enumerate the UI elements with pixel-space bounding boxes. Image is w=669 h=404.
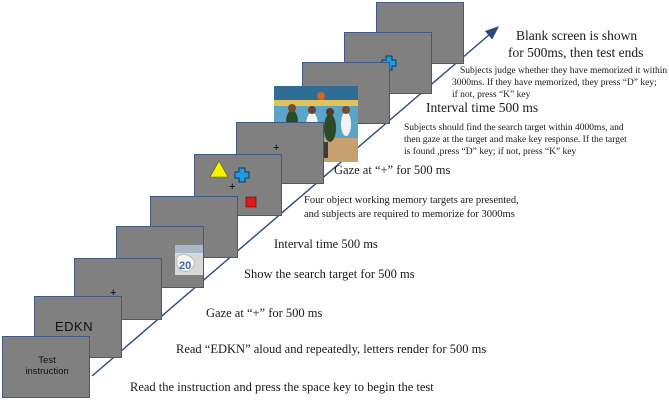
label-instruction: Read the instruction and press the space…: [130, 380, 434, 394]
screen-instruction: Test instruction: [2, 336, 90, 398]
label-judge-line3: if not, press “K” key: [452, 90, 531, 100]
label-memory-line1: Four object working memory targets are p…: [304, 195, 519, 206]
label-judge-line1: Subjects judge whether they have memoriz…: [460, 66, 668, 76]
label-search-line2: then gaze at the target and make key res…: [404, 135, 627, 145]
blue-cross-icon: [234, 167, 250, 183]
label-search-line1: Subjects should find the search target w…: [404, 123, 624, 133]
label-gaze-1: Gaze at “+” for 500 ms: [206, 306, 323, 320]
label-gaze-2: Gaze at “+” for 500 ms: [334, 163, 451, 177]
svg-text:20: 20: [179, 260, 191, 272]
label-show-target: Show the search target for 500 ms: [244, 267, 415, 281]
label-end-line1: Blank screen is shown: [516, 28, 638, 43]
fixation-cross: +: [229, 181, 236, 193]
label-judge-line2: 3000ms. If they have memorized, they pre…: [452, 78, 657, 88]
label-interval-1: Interval time 500 ms: [274, 237, 378, 251]
label-search-line3: is found ,press “D” key; if not, press “…: [404, 147, 577, 157]
label-end-line2: for 500ms, then test ends: [508, 45, 644, 60]
label-interval-2: Interval time 500 ms: [426, 100, 539, 115]
instruction-screen-text: Test instruction: [25, 355, 69, 377]
label-memory-line2: and subjects are required to memorize fo…: [304, 209, 515, 220]
fixation-cross: +: [110, 287, 117, 299]
red-square-icon: [245, 196, 257, 208]
fixation-cross: +: [273, 142, 280, 154]
yellow-triangle-icon: [209, 160, 229, 178]
letters-text: EDKN: [55, 319, 94, 334]
label-read-letters: Read “EDKN” aloud and repeatedly, letter…: [176, 342, 487, 356]
search-target-photo: 20: [175, 245, 203, 275]
